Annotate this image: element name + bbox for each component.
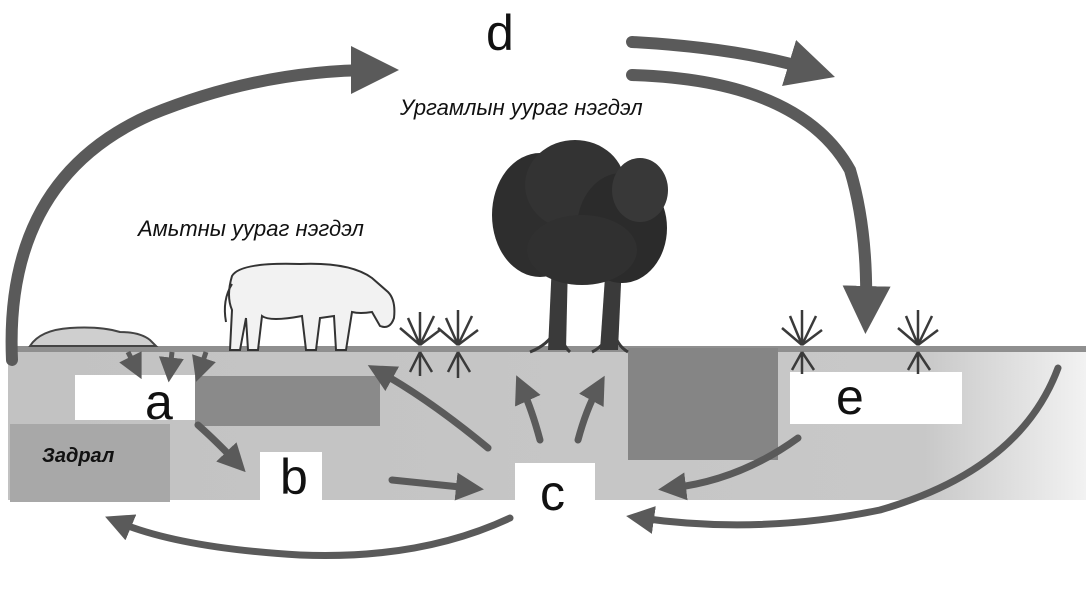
caption-animal-protein: Амьтны уураг нэгдэл	[138, 216, 364, 241]
arrow-c-to-roots-right	[574, 375, 605, 444]
arrow-c-to-roots-left	[515, 375, 544, 444]
dark-block-left	[195, 376, 380, 426]
label-c: c	[540, 465, 565, 521]
cow-icon	[223, 262, 396, 351]
box-c	[515, 463, 595, 521]
soil-surface-line	[8, 346, 1086, 352]
label-a: a	[145, 374, 173, 430]
caption-plant-protein: Ургамлын уураг нэгдэл	[400, 95, 643, 120]
grass-icon	[399, 310, 939, 378]
box-a	[75, 375, 195, 420]
arrow-a-to-b	[194, 421, 246, 473]
arrow-c-to-grass	[367, 365, 492, 452]
arrow-to-d	[5, 46, 399, 366]
arrow-d-to-e	[626, 69, 891, 334]
cycle-arrows	[5, 36, 1062, 559]
arrow-d-right-upper	[626, 36, 835, 86]
label-e: e	[836, 369, 864, 425]
tree-icon	[492, 140, 668, 354]
arrow-c-to-left	[105, 514, 514, 559]
caption-decomposition: Задрал	[42, 445, 115, 467]
label-b: b	[280, 449, 308, 505]
arrow-right-to-c	[626, 364, 1062, 534]
label-d: d	[486, 5, 514, 61]
dark-block-right	[628, 348, 778, 460]
carcass-decay-arrows	[119, 350, 216, 383]
arrow-b-to-c	[388, 472, 484, 501]
decomposition-block	[10, 424, 170, 502]
carcass-icon	[28, 326, 159, 347]
box-b	[260, 452, 322, 502]
box-e	[790, 372, 962, 424]
arrow-e-to-c	[658, 434, 802, 501]
